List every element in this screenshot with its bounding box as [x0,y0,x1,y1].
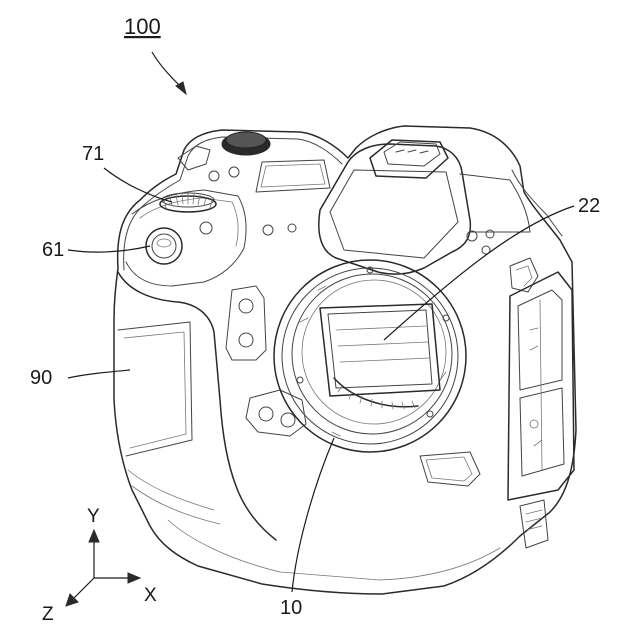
axis-x-label: X [144,585,157,606]
release-button-ring [146,228,182,264]
lower-function-buttons-plate [246,390,306,436]
terminal-cover [508,272,574,500]
mode-dial [222,132,270,155]
release-button-highlight [157,239,171,247]
coordinate-axes: Y X Z [42,506,157,625]
lower-function-button-2 [281,413,295,427]
lower-right-window-inner [426,457,472,481]
mount-ring-2 [282,268,458,444]
grip-panel [118,322,192,456]
prism-face [330,170,458,258]
lower-function-buttons [246,390,306,436]
callout-release-button: 61 [42,239,150,261]
left-af-button-1 [239,299,253,313]
left-af-buttons [226,286,266,360]
release-button [146,228,182,264]
axis-z-line [72,578,94,600]
top-button-1 [209,171,219,181]
front-button-right-2 [486,230,494,238]
axis-x-arrowhead [128,573,140,583]
left-af-button-2 [239,333,253,347]
mount-ring-3 [292,274,452,434]
leader-grip [68,370,130,378]
lower-function-button-1 [259,407,273,421]
leader-sensor [384,206,574,340]
label-shutter-dial: 71 [82,143,104,165]
axis-y-arrowhead [89,530,99,542]
grip-lower-texture [128,470,220,524]
axis-z-label: Z [42,604,54,625]
axis-y-label: Y [87,506,100,527]
figure-number-callout: 100 [124,14,186,94]
shutter-dial [160,193,216,212]
sensor-shading [336,326,430,362]
front-dial [200,222,212,234]
label-mount: 10 [280,597,302,619]
left-strap-lug [178,146,210,170]
grip-panel-inner [124,332,186,448]
hot-shoe [370,140,448,178]
label-release-button: 61 [42,239,64,261]
shutter-dial-knurl [164,194,212,208]
right-strap-lug [510,258,538,292]
label-sensor: 22 [578,195,600,217]
hot-shoe-contacts [396,150,428,153]
leader-mount [292,438,334,592]
callout-grip: 90 [30,367,130,389]
lens-mount [274,260,466,452]
front-button-left-2 [288,224,296,232]
label-grip: 90 [30,367,52,389]
mount-screw-4 [427,411,433,417]
mount-screw-3 [297,377,303,383]
body-right-edge [512,170,562,236]
mount-contacts [338,386,415,409]
callout-sensor: 22 [384,195,600,340]
leader-shutter-dial [104,168,172,202]
right-strap-lug-slot [516,266,532,286]
sensor-surface [328,310,432,388]
release-button-cap [152,234,176,258]
figure-number: 100 [124,14,161,39]
mode-dial-top [226,132,266,148]
camera-body [114,126,576,594]
leader-release-button [68,246,150,252]
top-button-2 [229,167,239,177]
grip-outline [118,272,276,540]
front-button-left-1 [263,225,273,235]
top-lcd-panel-inner [261,164,325,187]
left-af-buttons-plate [226,286,266,360]
